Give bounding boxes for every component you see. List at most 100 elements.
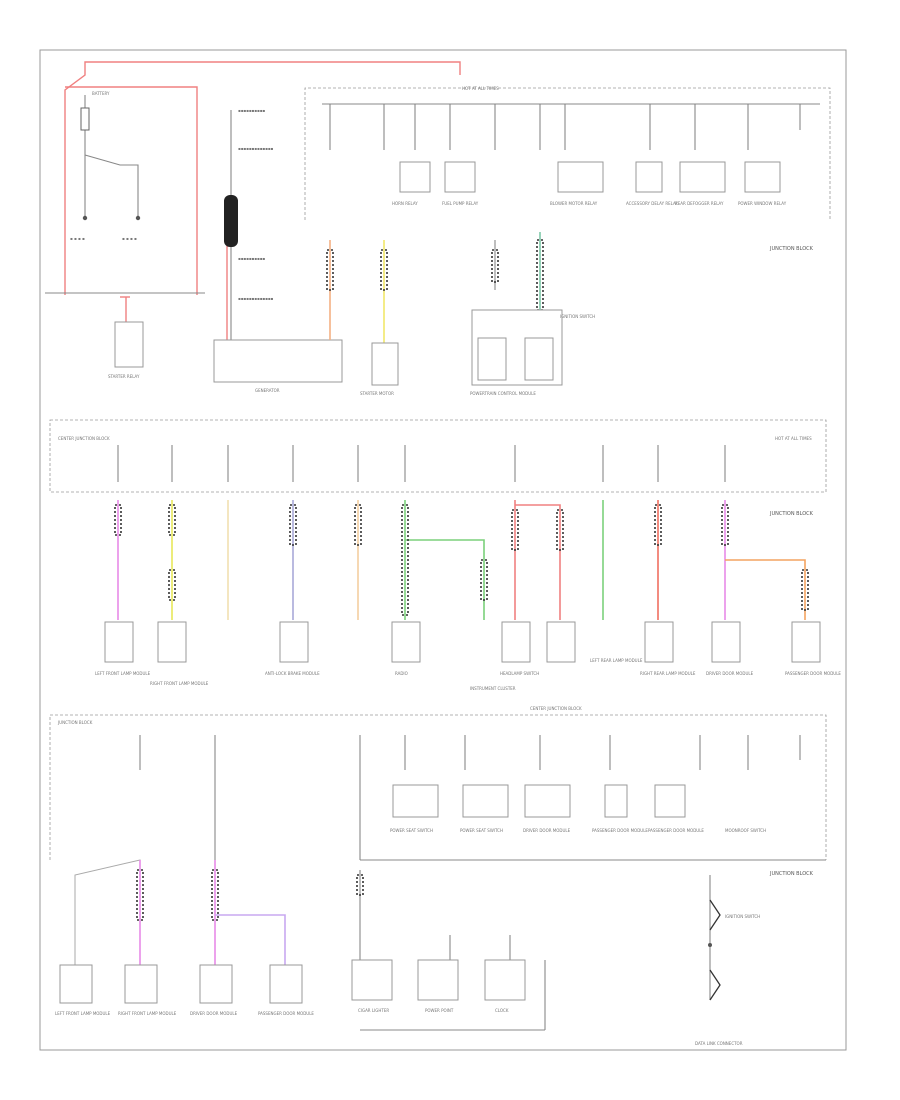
battery-label: BATTERY [92, 91, 110, 96]
wire-splice-cigar [356, 874, 364, 896]
junction-block-label-bottom: JUNCTION BLOCK [769, 871, 814, 877]
generator-box [213, 339, 343, 383]
starter-relay-box [114, 321, 144, 368]
lower-relay-4-label: PASSENGER DOOR MODULE [592, 828, 648, 833]
fusible-link-label-upper: ▪▪▪▪▪▪▪▪▪▪ [238, 108, 265, 113]
ground-label-left: ▪ ▪ ▪ ▪ [70, 236, 85, 241]
circuit-note-upper: ▪▪▪▪▪▪▪▪▪▪▪▪▪ [238, 146, 274, 151]
ground-g101 [135, 215, 141, 221]
lf-lamp-label: LEFT FRONT LAMP MODULE [95, 671, 151, 676]
defogger-relay-box [679, 161, 726, 193]
driver-door-lower-box [199, 964, 233, 1004]
junction-block-label-mid: JUNCTION BLOCK [769, 511, 814, 517]
center-block-note-right: HOT AT ALL TIMES [775, 436, 812, 441]
center-block-note-left: CENTER JUNCTION BLOCK [58, 436, 110, 441]
center-junction-block-boundary [49, 419, 827, 493]
wire-green-cluster [405, 539, 485, 620]
lower-block-note: JUNCTION BLOCK [57, 720, 93, 725]
wire-splice-pcm [491, 249, 499, 283]
top-fuses [329, 104, 801, 150]
rf-lamp-lower-label: RIGHT FRONT LAMP MODULE [118, 1011, 177, 1016]
wire-splice-cluster [480, 559, 488, 601]
starter-motor-label: STARTER MOTOR [360, 391, 394, 396]
starter-feed-wire [65, 86, 198, 295]
fuel-pump-relay-box [444, 161, 476, 193]
junction-block-label-top: JUNCTION BLOCK [769, 246, 814, 252]
fuel-pump-relay-label: FUEL PUMP RELAY [442, 201, 479, 206]
wire-splice-generator [326, 249, 334, 291]
lower-block-title: CENTER JUNCTION BLOCK [530, 706, 582, 711]
battery-feed-wire [64, 61, 461, 295]
wire-splice-blower [354, 504, 362, 546]
passenger-door-label: PASSENGER DOOR MODULE [785, 671, 841, 676]
wire-splice-lr-lamp [556, 509, 564, 551]
moonroof-label: MOONROOF SWITCH [725, 828, 766, 833]
lf-lamp-lower-label: LEFT FRONT LAMP MODULE [55, 1011, 111, 1016]
wire-splice-driver-door [721, 504, 729, 546]
clock-label: CLOCK [495, 1008, 509, 1013]
bottom-fuses [139, 735, 801, 860]
lower-relay-1-label: POWER SEAT SWITCH [390, 828, 433, 833]
cluster-label: INSTRUMENT CLUSTER [470, 686, 516, 691]
data-link-label: DATA LINK CONNECTOR [695, 1041, 743, 1046]
power-point-box [417, 959, 459, 1001]
middle-components [104, 621, 821, 663]
battery-fusible-link [80, 107, 90, 131]
ground-label-right: ▪ ▪ ▪ ▪ [122, 236, 137, 241]
outer-frame [39, 49, 847, 1051]
lower-relay-3-label: DRIVER DOOR MODULE [523, 828, 571, 833]
accessory-relay-label: ACCESSORY DELAY RELAY [626, 201, 678, 206]
window-relay-label: POWER WINDOW RELAY [738, 201, 787, 206]
defogger-relay-label: REAR DEFOGGER RELAY [675, 201, 724, 206]
lower-relay-2-label: POWER SEAT SWITCH [460, 828, 503, 833]
horn-relay-box [399, 161, 431, 193]
pcm-label: POWERTRAIN CONTROL MODULE [470, 391, 536, 396]
blower-relay-label: BLOWER MOTOR RELAY [550, 201, 598, 206]
radio-mid-label: RADIO [395, 671, 408, 676]
passenger-door-lower-label: PASSENGER DOOR MODULE [258, 1011, 314, 1016]
window-relay-box [744, 161, 781, 193]
headlamp-switch-label: HEADLAMP SWITCH [500, 671, 539, 676]
wire-violet-lower [215, 914, 286, 965]
blower-relay-box [557, 161, 604, 193]
circuit-note-lower: ▪▪▪▪▪▪▪▪▪▪▪▪▪ [238, 296, 274, 301]
wire-splice-radio-mid [401, 504, 409, 616]
headlamp-switch-box [501, 621, 531, 663]
wire-splice-radio [536, 239, 544, 311]
lf-lamp-module-box [104, 621, 134, 663]
accessory-relay-box [635, 161, 663, 193]
cigar-lighter-box [351, 959, 393, 1001]
wire-splice-passenger-door [801, 569, 809, 611]
starter-motor-box [371, 342, 399, 386]
cigar-lighter-label: CIGAR LIGHTER [358, 1008, 389, 1013]
rf-lamp-label: RIGHT FRONT LAMP MODULE [150, 681, 209, 686]
lower-junction-block-boundary [49, 714, 827, 860]
middle-fuses [117, 445, 726, 482]
junction-block-top-boundary [304, 87, 831, 220]
wire-splice-rf-lamp-upper [168, 504, 176, 536]
wire-splice-lf-lamp [114, 504, 122, 536]
ignition-switch-contact-lower [709, 969, 721, 1001]
ignition-switch-pivot [708, 943, 712, 947]
lower-relay-box-3 [524, 784, 571, 818]
lower-relay-box-1 [392, 784, 439, 818]
generator-connector-block [224, 195, 238, 247]
horn-relay-label: HORN RELAY [392, 201, 418, 206]
wire-red-lr-lamp [515, 504, 561, 620]
lr-lamp-module-box [546, 621, 576, 663]
rr-lamp-module-box [644, 621, 674, 663]
wire-splice-abs [289, 504, 297, 546]
radio-box [524, 337, 554, 381]
generator-label: GENERATOR [255, 388, 280, 393]
pcm-box [477, 337, 507, 381]
ignition-switch-contact-upper [709, 899, 721, 931]
hot-at-all-times-label: HOT AT ALL TIMES [462, 86, 499, 91]
driver-door-lower-label: DRIVER DOOR MODULE [190, 1011, 238, 1016]
starter-relay-label: STARTER RELAY [108, 374, 140, 379]
lower-relay-box-5 [654, 784, 686, 818]
abs-module-box [279, 621, 309, 663]
battery-branch-wire [84, 154, 139, 218]
lr-lamp-label: LEFT REAR LAMP MODULE [590, 658, 643, 663]
rf-lamp-module-box [157, 621, 187, 663]
wire-splice-rf-lamp-lower [168, 569, 176, 601]
